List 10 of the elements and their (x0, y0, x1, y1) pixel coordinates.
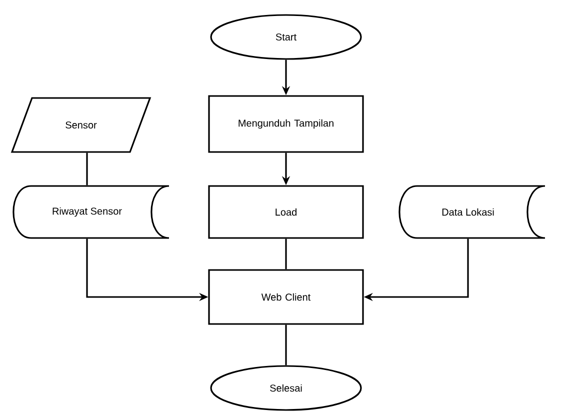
stored-data-shape: Data Lokasi (398, 185, 546, 239)
process-box: Mengunduh Tampilan (208, 95, 364, 153)
connector-line (86, 152, 88, 186)
terminal-oval: Selesai (210, 365, 362, 411)
connector-line (285, 324, 287, 366)
connector-line (285, 238, 287, 270)
process-box: Web Client (208, 269, 364, 325)
stored-data-shape: Riwayat Sensor (12, 185, 170, 239)
terminal-oval: Start (210, 14, 362, 60)
process-box: Load (208, 185, 364, 239)
